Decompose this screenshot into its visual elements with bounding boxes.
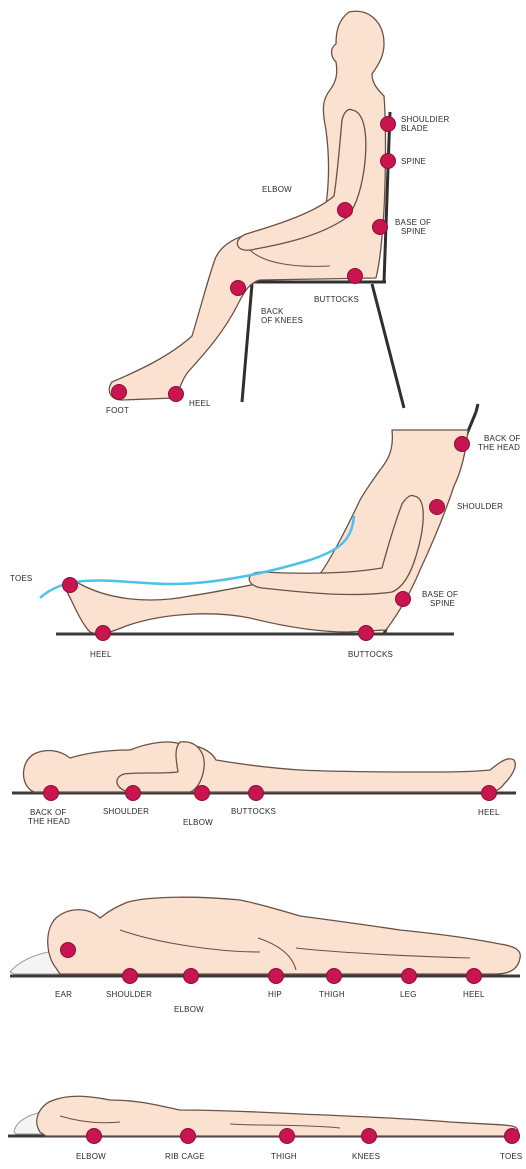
hip-point bbox=[269, 969, 284, 984]
label-thigh: THIGH bbox=[271, 1152, 297, 1161]
label-toes: TOES bbox=[10, 574, 32, 583]
label-toes: TOES bbox=[500, 1152, 522, 1161]
base-of-spine-point bbox=[396, 592, 411, 607]
label-leg: LEG bbox=[400, 990, 417, 999]
label-rib-cage: RIB CAGE bbox=[165, 1152, 205, 1161]
supine-figure: BACK OF THE HEAD SHOULDER ELBOW BUTTOCKS… bbox=[12, 742, 516, 827]
sitting-figure: SHOULDIER BLADE SPINE ELBOW BASE OF SPIN… bbox=[106, 11, 449, 415]
label-shoulder-blade-2: BLADE bbox=[401, 124, 428, 133]
label-back-of-knees-2: OF KNEES bbox=[261, 316, 303, 325]
ear-point bbox=[61, 943, 76, 958]
prone-body bbox=[37, 1096, 518, 1136]
label-back-of-head: BACK OF bbox=[30, 808, 67, 817]
label-ear: EAR bbox=[55, 990, 72, 999]
rib-cage-point bbox=[181, 1129, 196, 1144]
label-buttocks: BUTTOCKS bbox=[314, 295, 359, 304]
label-shoulder: SHOULDER bbox=[457, 502, 503, 511]
shoulder-blade-point bbox=[381, 117, 396, 132]
foot-point bbox=[112, 385, 127, 400]
toes-point bbox=[505, 1129, 520, 1144]
prone-figure: ELBOW RIB CAGE THIGH KNEES TOES bbox=[8, 1096, 522, 1161]
spine-point bbox=[381, 154, 396, 169]
label-back-of-head-2: THE HEAD bbox=[478, 443, 520, 452]
label-elbow: ELBOW bbox=[183, 818, 213, 827]
back-of-knees-point bbox=[231, 281, 246, 296]
label-heel: HEEL bbox=[189, 399, 211, 408]
elbow-point bbox=[195, 786, 210, 801]
label-base-of-spine: BASE OF bbox=[395, 218, 431, 227]
label-heel: HEEL bbox=[478, 808, 500, 817]
reclining-figure: BACK OF THE HEAD SHOULDER TOES BASE OF S… bbox=[10, 404, 521, 659]
label-buttocks: BUTTOCKS bbox=[231, 807, 276, 816]
side-lying-body bbox=[48, 897, 521, 974]
heel-point bbox=[96, 626, 111, 641]
thigh-point bbox=[280, 1129, 295, 1144]
label-base-of-spine-2: SPINE bbox=[430, 599, 455, 608]
label-base-of-spine-2: SPINE bbox=[401, 227, 426, 236]
heel-point bbox=[467, 969, 482, 984]
label-shoulder: SHOULDER bbox=[103, 807, 149, 816]
label-back-of-knees: BACK bbox=[261, 307, 284, 316]
label-elbow: ELBOW bbox=[262, 185, 292, 194]
label-hip: HIP bbox=[268, 990, 282, 999]
label-thigh: THIGH bbox=[319, 990, 345, 999]
leg-point bbox=[402, 969, 417, 984]
buttocks-point bbox=[348, 269, 363, 284]
base-of-spine-point bbox=[373, 220, 388, 235]
label-back-of-head-2: THE HEAD bbox=[28, 817, 70, 826]
label-buttocks: BUTTOCKS bbox=[348, 650, 393, 659]
thigh-point bbox=[327, 969, 342, 984]
side-lying-figure: EAR SHOULDER ELBOW HIP THIGH LEG HEEL bbox=[10, 897, 520, 1014]
label-shoulder-blade: SHOULDIER bbox=[401, 115, 449, 124]
shoulder-point bbox=[430, 500, 445, 515]
label-back-of-head: BACK OF bbox=[484, 434, 521, 443]
heel-point bbox=[482, 786, 497, 801]
toes-point bbox=[63, 578, 78, 593]
buttocks-point bbox=[249, 786, 264, 801]
label-knees: KNEES bbox=[352, 1152, 380, 1161]
label-shoulder: SHOULDER bbox=[106, 990, 152, 999]
supine-body bbox=[24, 742, 516, 792]
label-heel: HEEL bbox=[90, 650, 112, 659]
elbow-point bbox=[184, 969, 199, 984]
label-heel: HEEL bbox=[463, 990, 485, 999]
buttocks-point bbox=[359, 626, 374, 641]
label-foot: FOOT bbox=[106, 406, 129, 415]
shoulder-point bbox=[123, 969, 138, 984]
label-elbow: ELBOW bbox=[174, 1005, 204, 1014]
back-of-head-point bbox=[44, 786, 59, 801]
label-elbow: ELBOW bbox=[76, 1152, 106, 1161]
knees-point bbox=[362, 1129, 377, 1144]
back-of-head-point bbox=[455, 437, 470, 452]
label-spine: SPINE bbox=[401, 157, 426, 166]
elbow-point bbox=[338, 203, 353, 218]
label-base-of-spine: BASE OF bbox=[422, 590, 458, 599]
heel-point bbox=[169, 387, 184, 402]
elbow-point bbox=[87, 1129, 102, 1144]
shoulder-point bbox=[126, 786, 141, 801]
